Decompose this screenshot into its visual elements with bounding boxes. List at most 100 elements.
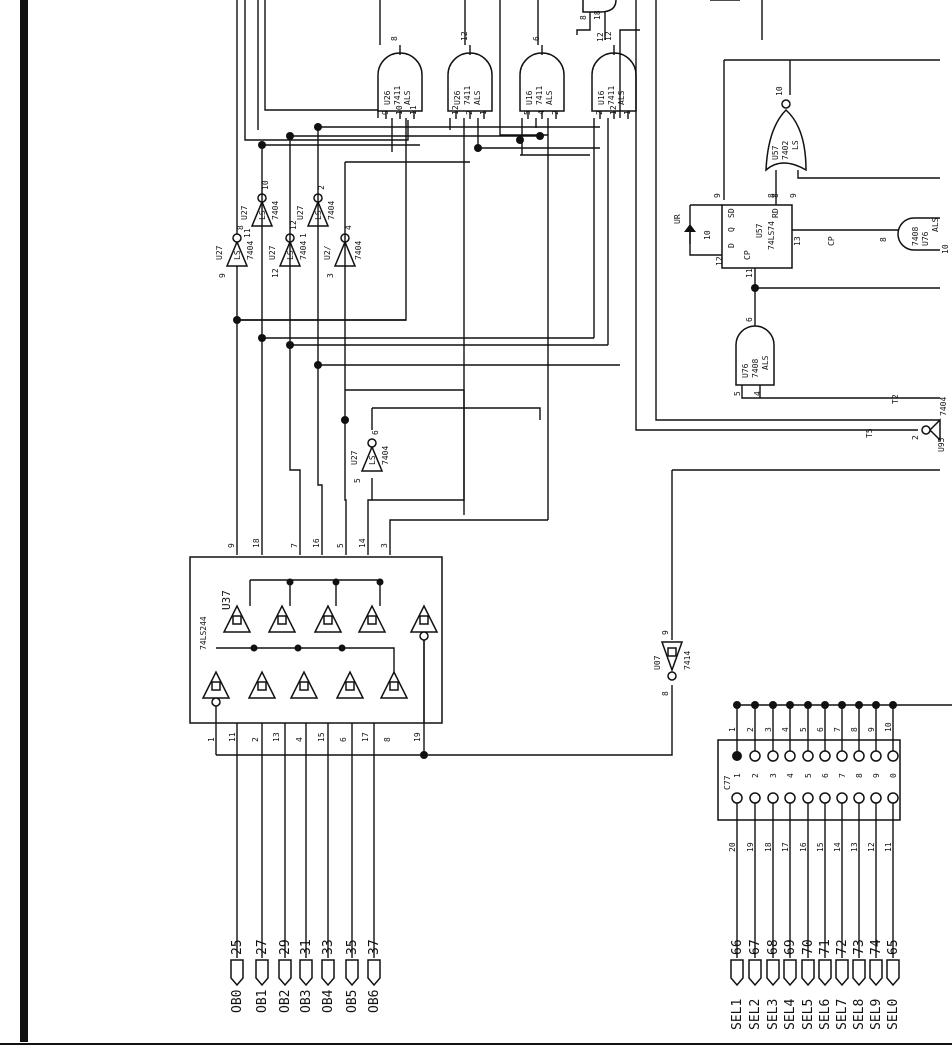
top-pin-label: 8	[579, 15, 588, 20]
and-7408-right-output-pin: 8	[879, 237, 888, 242]
sel-connector-number: 69	[783, 939, 798, 955]
sel-connector-label: SEL3	[766, 999, 781, 1030]
inverter-input-pin: 3	[326, 273, 335, 278]
header-top-pin: 10	[884, 722, 893, 732]
signal-t5: T5	[865, 428, 874, 438]
and-gate-output-pin: 12	[604, 31, 613, 41]
sel-connector-SEL0	[886, 959, 900, 987]
inverter-7414-bubble	[667, 671, 677, 681]
inverter-part-label: 7404	[246, 241, 255, 260]
buffer-schmitt-box	[211, 681, 221, 691]
header-inner-pin: 0	[889, 773, 898, 778]
header-bottom-pad	[853, 792, 865, 804]
and-7408-input-pin: 5	[733, 391, 742, 396]
and-input-wires	[237, 29, 640, 520]
header-bottom-pad	[836, 792, 848, 804]
buffer-bottom-pin: 19	[413, 732, 422, 742]
inverter-bubble	[367, 438, 377, 448]
inverter-body	[225, 240, 249, 267]
inverter-chip-label: U27	[296, 205, 305, 220]
inverter-7414-chip-label: U07	[653, 655, 662, 670]
and-gate-output-pin: 8	[390, 36, 399, 41]
buffer-schmitt-box	[345, 681, 355, 691]
and-gate-input-pin: 4	[537, 110, 546, 115]
inverter-chip-label: U27	[240, 205, 249, 220]
sel-connector-SEL8	[852, 959, 866, 987]
sel-connector-label: SEL9	[869, 999, 884, 1030]
inverter-input-pin: 5	[353, 478, 362, 483]
and-gate-body	[377, 52, 423, 112]
inverter-part-label: 7404	[327, 201, 336, 220]
header-top-pad	[870, 750, 882, 762]
ob-connector-OB4	[321, 959, 335, 987]
inverter-chip-label: U27	[350, 450, 359, 465]
sel-connector-label: SEL8	[852, 999, 867, 1030]
and-gate-part-label: 7411	[535, 86, 544, 105]
buffer-schmitt-box	[299, 681, 309, 691]
header-inner-pin: 7	[838, 773, 847, 778]
buffer-part-label: 74LS244	[199, 616, 208, 650]
and-gate-input-pin: 12	[609, 105, 618, 115]
header-top-pad	[887, 750, 899, 762]
ob-connector-number: 31	[299, 939, 314, 955]
sel-connector-number: 68	[766, 939, 781, 955]
ob-connector-label: OB5	[345, 990, 360, 1013]
and-7408-right-part-label: 7408	[911, 227, 920, 246]
sel-connector-number: 66	[730, 939, 745, 955]
sel-connector-SEL7	[835, 959, 849, 987]
buffer-bottom-pin: 13	[272, 732, 281, 742]
ob-connector-OB3	[299, 959, 313, 987]
buffer-node	[286, 578, 294, 586]
header-bottom-pin: 20	[728, 842, 737, 852]
header-bottom-pin: 13	[850, 842, 859, 852]
buffer-node	[250, 644, 258, 652]
flipflop-d-pin: 12	[715, 256, 724, 266]
sel-connector-label: SEL0	[886, 999, 901, 1030]
inverter-bubble	[232, 233, 242, 243]
nor-gate-input-pin: 9	[789, 193, 798, 198]
and-7408-right-chip-label: U76	[921, 231, 930, 246]
nor-gate-chip-label: U57	[771, 145, 780, 160]
sel-connector-number: 71	[818, 939, 833, 955]
header-top-pad	[836, 750, 848, 762]
header-top-pin: 7	[833, 727, 842, 732]
ob-connector-number: 27	[255, 939, 270, 955]
sel-connector-label: SEL5	[801, 999, 816, 1030]
sel-connector-number: 67	[748, 939, 763, 955]
ob-connector-number: 25	[230, 939, 245, 955]
buffer-schmitt-box	[367, 615, 377, 625]
header-inner-pin: 9	[872, 773, 881, 778]
inverter-7414-part-label: 7414	[683, 651, 692, 670]
ob-connector-number: 37	[367, 939, 382, 955]
flipflop-box	[721, 204, 793, 269]
header-top-pin: 8	[850, 727, 859, 732]
buffer-bottom-pin: 4	[295, 737, 304, 742]
sel-connector-SEL6	[818, 959, 832, 987]
inverter-u95-bubble	[921, 425, 931, 435]
ur-arrow	[684, 224, 696, 232]
flipflop-rd-top-pin: 8	[771, 193, 780, 198]
buffer-node	[338, 644, 346, 652]
header-bottom-pin: 11	[884, 842, 893, 852]
header-inner-pin: 5	[804, 773, 813, 778]
inverter-part-label: 7404	[271, 201, 280, 220]
inverter-part-label: 7404	[299, 241, 308, 260]
header-bottom-pad	[887, 792, 899, 804]
header-inner-pin: 1	[733, 773, 742, 778]
buffer-bottom-pin: 8	[383, 737, 392, 742]
buffer-node	[376, 578, 384, 586]
buffer-schmitt-box	[277, 615, 287, 625]
and-gate-input-pin: 2	[465, 110, 474, 115]
buffer-bottom-pin: 6	[339, 737, 348, 742]
flipflop-rd-pin: 13	[793, 236, 802, 246]
header-top-pin: 4	[781, 727, 790, 732]
flipflop-q-pin: 9	[713, 193, 722, 198]
and-gate-part-label: 7411	[393, 86, 402, 105]
